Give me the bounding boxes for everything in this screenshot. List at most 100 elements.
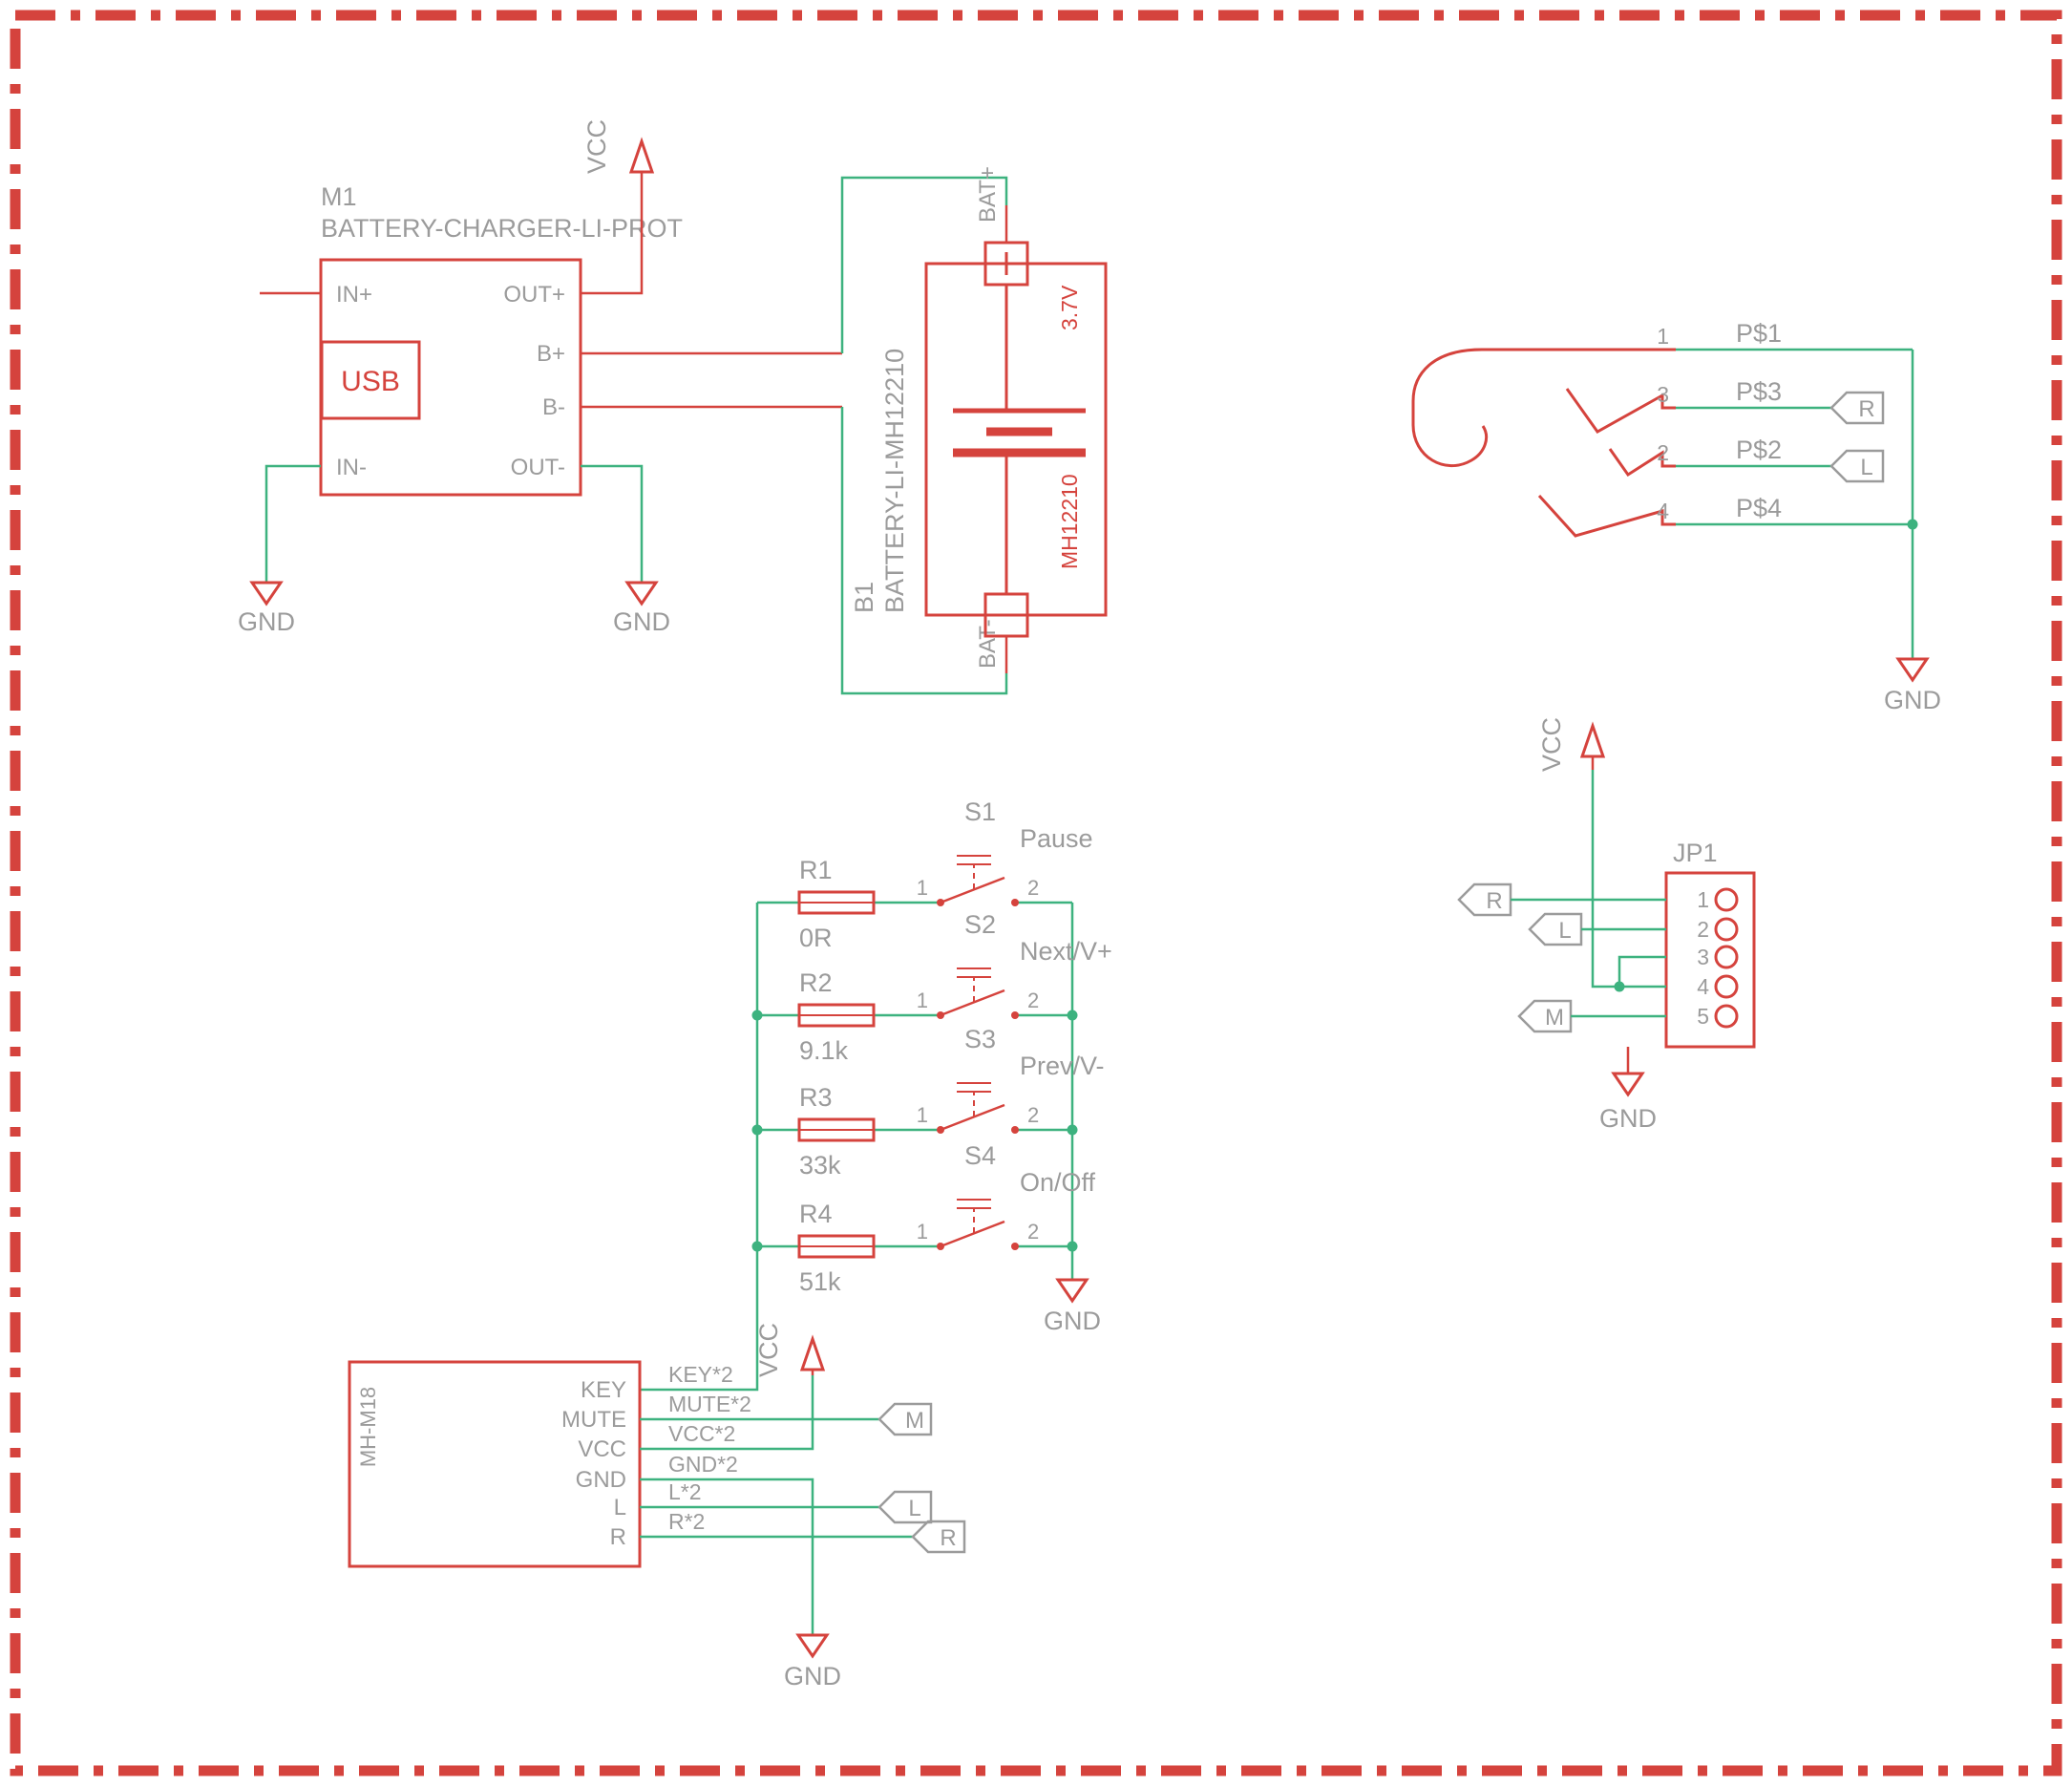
gnd-symbol-icon: [249, 581, 284, 606]
battery-value-label: BATTERY-LI-MH12210: [880, 349, 909, 613]
gnd-label: GND: [784, 1662, 841, 1690]
xref-tag-r-label: R: [1858, 396, 1874, 422]
switch-lever: [940, 876, 1005, 904]
resistor-ref-label: R2: [799, 968, 833, 997]
gnd-label: GND: [613, 607, 670, 636]
xref-tag-icon: [877, 1490, 933, 1524]
switch-pin-number: 1: [917, 876, 928, 900]
wire-key-bus-left: [640, 903, 759, 1392]
jack-contact-arm: [1608, 448, 1676, 478]
switch-actuator-cap: [957, 1199, 991, 1209]
junction-dot: [1907, 519, 1918, 530]
resistor-ref-label: R4: [799, 1200, 833, 1228]
vcc-label: VCC: [1537, 717, 1566, 772]
switch-pin: [1011, 899, 1019, 906]
vcc-arrow-icon: [1579, 721, 1606, 758]
resistor-value-label: 9.1k: [799, 1036, 849, 1065]
net-label-r2: R*2: [668, 1509, 705, 1534]
switch-lever: [940, 989, 1005, 1017]
switch-ref-label: S4: [964, 1141, 996, 1170]
key-matrix-buses: GND: [640, 903, 1101, 1392]
wire-jp1-pin4-vcc: [1591, 770, 1666, 989]
switch-name-label: Prev/V-: [1020, 1052, 1105, 1080]
gnd-symbol-icon: [624, 581, 659, 606]
xref-tag-l-label: L: [908, 1496, 920, 1521]
gnd-symbol-icon: [1895, 657, 1930, 683]
gnd-label: GND: [1884, 686, 1941, 714]
switch-name-label: Pause: [1020, 824, 1093, 853]
jp1-outline: [1664, 871, 1756, 1049]
resistor-ref-label: R3: [799, 1083, 833, 1112]
xref-tag-icon: [911, 1520, 966, 1554]
key-row-pause[interactable]: R1 0R 1 2 S1 Pause: [757, 797, 1093, 952]
resistor-value-label: 33k: [799, 1151, 841, 1180]
gnd-symbol-icon: [1055, 1278, 1089, 1304]
net-label-p1: P$1: [1736, 319, 1782, 348]
jack-pin-number: 2: [1657, 440, 1669, 465]
switch-lever: [940, 1103, 1005, 1132]
module-pin-r: R: [610, 1524, 626, 1550]
xref-tag-r-label: R: [940, 1525, 956, 1551]
xref-tag-icon: [1528, 912, 1583, 946]
wire-jp1-pin3: [1617, 955, 1666, 987]
module-outline: [348, 1360, 642, 1568]
gnd-label: GND: [238, 607, 295, 636]
net-label-mute2: MUTE*2: [668, 1392, 751, 1416]
vcc-label: VCC: [754, 1323, 783, 1377]
jack-contact-arm: [1565, 388, 1676, 434]
xref-tag-icon: [1829, 391, 1885, 425]
jp1-pin-circle: [1714, 974, 1739, 999]
net-label-key2: KEY*2: [668, 1362, 733, 1387]
charger-pin-b-minus: B-: [542, 394, 565, 420]
vcc-label: VCC: [582, 119, 611, 174]
xref-tag-m-label: M: [905, 1408, 924, 1434]
module-pin-l: L: [614, 1495, 626, 1520]
charger-value-label: BATTERY-CHARGER-LI-PROT: [321, 214, 683, 243]
charger-ref-label: M1: [321, 182, 357, 211]
jp1-header-component[interactable]: JP1 1 2 3 4 5 R L VCC M GND: [1457, 717, 1756, 1133]
charger-pin-out-minus: OUT-: [511, 455, 565, 480]
plus-sign-icon: [995, 252, 1018, 275]
switch-pin-number: 1: [917, 989, 928, 1012]
key-row-onoff[interactable]: R4 51k 1 2 S4 On/Off: [757, 1141, 1096, 1296]
jp1-pin-circle: [1714, 887, 1739, 912]
battery-charger-component[interactable]: M1 BATTERY-CHARGER-LI-PROT USB IN+ OUT+ …: [238, 119, 842, 636]
usb-connector-outline: [320, 340, 421, 420]
net-label-l2: L*2: [668, 1479, 702, 1504]
xref-tag-icon: [1457, 882, 1512, 917]
sheet-border: [10, 10, 2062, 1776]
switch-actuator-cap: [957, 1082, 991, 1093]
audio-jack-component[interactable]: 1 3 2 4 P$1 P$3 P$2 P$4 R L GND: [1411, 319, 1941, 714]
mp3-module-component[interactable]: MH-M18 KEY MUTE VCC GND L R KEY*2 MUTE*2…: [348, 1323, 966, 1690]
gnd-symbol-icon: [795, 1633, 830, 1659]
switch-pin: [1011, 1126, 1019, 1134]
key-row-next[interactable]: R2 9.1k 1 2 S2 Next/V+: [757, 910, 1112, 1065]
charger-pin-in-minus: IN-: [336, 455, 367, 480]
usb-label: USB: [341, 366, 400, 397]
net-label-p3: P$3: [1736, 377, 1782, 406]
module-pin-mute: MUTE: [561, 1407, 626, 1433]
net-label-p2: P$2: [1736, 436, 1782, 464]
jp1-pin-number: 3: [1697, 945, 1709, 969]
jack-sleeve-contact: [1411, 348, 1676, 468]
key-row-prev[interactable]: R3 33k 1 2 S3 Prev/V-: [757, 1025, 1105, 1180]
resistor-ref-label: R1: [799, 856, 833, 884]
bat-plus-label: BAT+: [975, 166, 1001, 223]
module-pin-vcc: VCC: [578, 1436, 626, 1462]
jack-contact-arm: [1537, 494, 1676, 538]
wire-out-plus-to-vcc: [581, 189, 644, 295]
jack-pin-number: 1: [1657, 324, 1669, 349]
charger-pin-b-plus: B+: [537, 341, 565, 367]
wire-out-minus-gnd: [581, 464, 644, 583]
jp1-pin-circle: [1714, 945, 1739, 969]
switch-pin-number: 2: [1027, 989, 1039, 1012]
battery-model-label: MH12210: [1057, 474, 1082, 569]
xref-tag-l-label: L: [1860, 455, 1872, 480]
xref-tag-icon: [877, 1402, 933, 1436]
wire-bat-plus-net: [840, 176, 1008, 353]
switch-actuator-cap: [957, 855, 991, 865]
module-ref-label: MH-M18: [356, 1387, 380, 1467]
battery-component[interactable]: BAT+ BAT- 3.7V MH12210 B1 BATTERY-LI-MH1…: [840, 166, 1108, 695]
battery-ref-label: B1: [850, 582, 878, 613]
